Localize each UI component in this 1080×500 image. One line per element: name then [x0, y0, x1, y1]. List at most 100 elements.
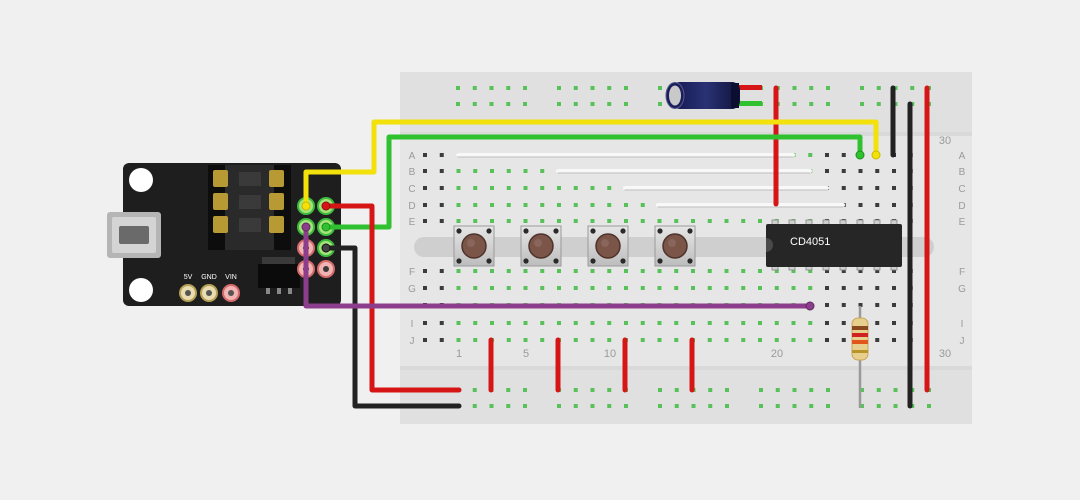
breadboard-hole: [590, 321, 595, 325]
breadboard-hole: [758, 338, 762, 342]
rail-hole: [809, 388, 814, 392]
row-label: D: [408, 201, 415, 212]
rail-hole: [472, 86, 477, 90]
breadboard-hole: [808, 321, 813, 325]
breadboard-hole: [473, 338, 478, 342]
rail-hole: [893, 404, 898, 408]
green-wire: [323, 134, 863, 230]
breadboard-hole: [590, 186, 595, 190]
breadboard-hole: [892, 269, 896, 273]
breadboard-hole: [758, 219, 762, 223]
breadboard-hole: [875, 286, 880, 290]
pushbutton-1: [453, 225, 495, 267]
breadboard-hole: [506, 321, 511, 325]
breadboard-hole: [456, 321, 461, 325]
breadboard-hole: [707, 269, 712, 273]
pin-label-5v: 5V: [184, 274, 193, 281]
breadboard-hole: [557, 219, 561, 223]
rail-hole: [674, 388, 679, 392]
breadboard-hole: [573, 286, 578, 290]
breadboard-hole: [573, 203, 578, 207]
row-label: F: [959, 267, 965, 278]
rail-hole: [472, 102, 477, 106]
breadboard-hole: [892, 203, 896, 207]
row-label: E: [959, 217, 966, 228]
breadboard-hole: [624, 203, 628, 207]
cd4051-ic: CD4051: [766, 219, 902, 271]
breadboard-hole: [473, 321, 478, 325]
rail-hole: [809, 404, 814, 408]
breadboard-hole: [423, 169, 427, 173]
jumper-wires-offboard: [303, 119, 879, 409]
breadboard-hole: [875, 303, 880, 307]
breadboard-hole: [607, 321, 612, 325]
breadboard-hole: [540, 286, 545, 290]
pin-label-gnd: GND: [201, 274, 217, 281]
breadboard-hole: [557, 286, 561, 290]
rail-hole: [860, 404, 864, 408]
rail-hole: [506, 404, 511, 408]
breadboard-hole: [640, 269, 645, 273]
breadboard-hole: [875, 338, 880, 342]
breadboard-hole: [724, 269, 729, 273]
breadboard-hole: [490, 269, 494, 273]
breadboard-hole: [523, 321, 528, 325]
rail-hole: [893, 388, 898, 392]
black-wire-ground: [323, 245, 462, 409]
column-number-30: 30: [939, 348, 951, 360]
breadboard-hole: [724, 338, 729, 342]
rail-hole: [826, 404, 830, 408]
breadboard-hole: [456, 269, 461, 273]
rail-hole: [624, 404, 628, 408]
rail-hole: [607, 86, 612, 90]
breadboard-hole: [858, 303, 863, 307]
pin-label-vin: VIN: [225, 274, 237, 281]
row-label: E: [409, 217, 416, 228]
rail-hole: [792, 102, 797, 106]
breadboard-hole: [640, 286, 645, 290]
rail-hole: [506, 102, 511, 106]
breadboard-hole: [892, 186, 896, 190]
breadboard-hole: [774, 338, 779, 342]
breadboard-hole: [590, 203, 595, 207]
breadboard-hole: [707, 219, 712, 223]
rail-hole: [523, 102, 527, 106]
breadboard-hole: [674, 338, 679, 342]
rail-hole: [523, 404, 527, 408]
breadboard-hole: [791, 321, 796, 325]
breadboard-hole: [825, 338, 829, 342]
rail-hole: [674, 404, 679, 408]
rail-hole: [725, 404, 729, 408]
wire-end-caps: [301, 150, 881, 311]
rail-hole: [792, 404, 797, 408]
breadboard-hole: [439, 186, 444, 190]
rail-hole: [472, 404, 477, 408]
row-label: J: [410, 336, 415, 347]
breadboard-hole: [473, 269, 478, 273]
yellow-wire: [303, 119, 879, 209]
breadboard-hole: [423, 186, 427, 190]
row-label: A: [409, 151, 416, 162]
breadboard-hole: [506, 219, 511, 223]
breadboard-hole: [808, 269, 813, 273]
breadboard-hole: [841, 169, 846, 173]
rail-hole: [557, 102, 561, 106]
breadboard-hole: [490, 203, 494, 207]
breadboard-hole: [439, 286, 444, 290]
breadboard-hole: [506, 338, 511, 342]
breadboard-hole: [490, 169, 494, 173]
breadboard-hole: [523, 219, 528, 223]
rail-hole: [691, 404, 696, 408]
breadboard-hole: [875, 203, 880, 207]
breadboard-hole: [707, 321, 712, 325]
breadboard-hole: [557, 203, 561, 207]
rail-hole: [860, 86, 864, 90]
breadboard-hole: [473, 203, 478, 207]
breadboard-hole: [825, 303, 829, 307]
breadboard-hole: [423, 203, 427, 207]
rail-hole: [590, 102, 595, 106]
breadboard-hole: [540, 219, 545, 223]
breadboard-hole: [858, 269, 863, 273]
